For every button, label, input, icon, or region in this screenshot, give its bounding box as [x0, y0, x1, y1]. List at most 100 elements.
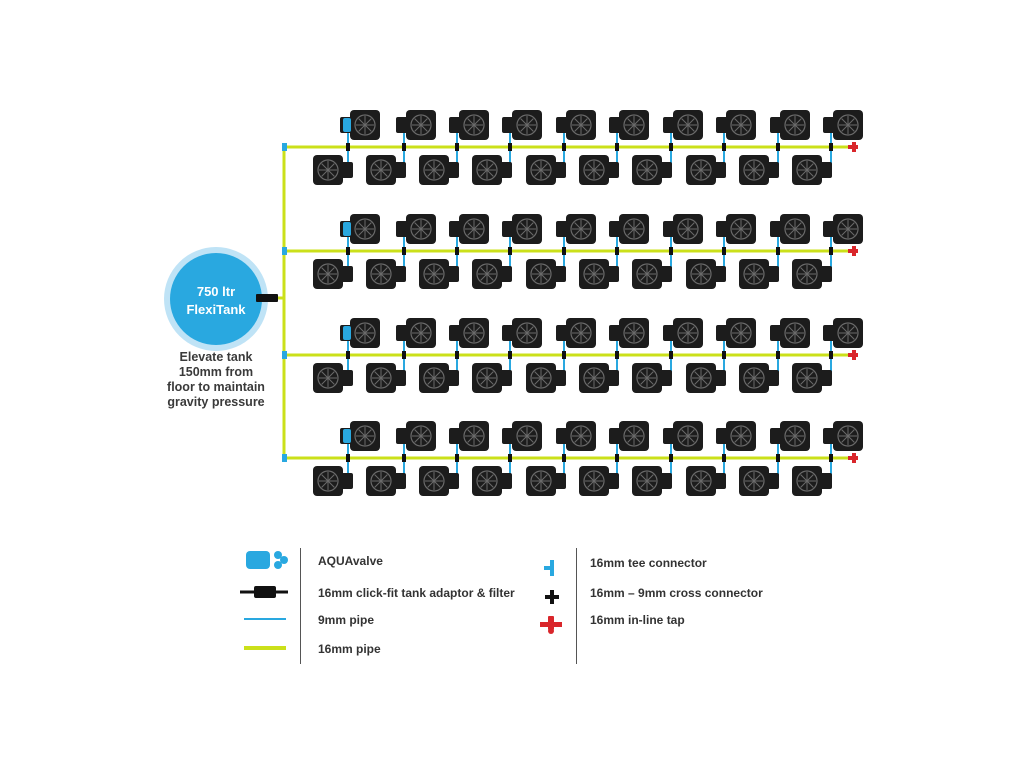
pot-lid-spoke [800, 163, 808, 171]
pot-lid-spoke [681, 429, 689, 437]
pot-lid-spoke [734, 332, 742, 340]
pot-lid-spoke [467, 326, 475, 334]
pot-feed-pad [500, 370, 512, 386]
pot-module [770, 318, 810, 348]
pot-feed-pad [341, 370, 353, 386]
pot-lid-spoke [580, 222, 588, 230]
pot-lid [837, 425, 859, 447]
pot-lid [317, 470, 339, 492]
pot-feed-pad [770, 221, 782, 237]
pot-feed-pad [341, 162, 353, 178]
pot-lid-spoke [627, 228, 635, 236]
pot-lid [410, 114, 432, 136]
pot-lid [370, 263, 392, 285]
legend-divider-right [576, 548, 577, 664]
pot-lid-spoke [740, 326, 748, 334]
pot-lid-spoke [587, 273, 595, 281]
pot-lid-spoke [593, 169, 601, 177]
pot-lid-spoke [841, 435, 849, 443]
cross-connector [722, 247, 726, 255]
pot-lid-spoke [627, 429, 635, 437]
pot-module [396, 110, 436, 140]
pot-lid-spoke [841, 429, 849, 437]
pipe-9mm-icon [244, 618, 286, 620]
cross-connector [562, 351, 566, 359]
cross-connector-icon [545, 590, 559, 604]
pot-lid-spoke [788, 228, 796, 236]
pot-lid-spoke [574, 326, 582, 334]
pot-lid-spoke [788, 332, 796, 340]
pot-lid-spoke [364, 118, 372, 126]
pot-lid-spoke [740, 429, 748, 437]
pot-lid-spoke [681, 326, 689, 334]
pot-lid-spoke [753, 480, 761, 488]
pot-feed-pad [502, 428, 514, 444]
pot-lid-spoke [794, 124, 802, 132]
pot-lid-spoke [420, 124, 428, 132]
pot-lid-spoke [473, 429, 481, 437]
pot-feed-pad [396, 428, 408, 444]
pot-lid [516, 114, 538, 136]
cross-connector [508, 454, 512, 462]
pot-lid-spoke [753, 377, 761, 385]
pot-lid-spoke [694, 169, 702, 177]
pot-lid-spoke [327, 371, 335, 379]
pot-lid-spoke [627, 435, 635, 443]
pot-lid [677, 425, 699, 447]
pot-lid-spoke [358, 429, 366, 437]
pot-lid [354, 114, 376, 136]
pot-feed-pad [714, 162, 726, 178]
pot-module [556, 110, 596, 140]
cross-connector [829, 247, 833, 255]
pot-lid [837, 114, 859, 136]
pot-lid-spoke [794, 118, 802, 126]
pot-lid [410, 425, 432, 447]
pot-lid-spoke [327, 267, 335, 275]
pot-lid-spoke [467, 124, 475, 132]
pot-lid-spoke [694, 267, 702, 275]
pot-lid-spoke [788, 222, 796, 230]
pot-feed-pad [609, 325, 621, 341]
pot-feed-pad [609, 117, 621, 133]
pot-lid-spoke [580, 332, 588, 340]
pot-lid-spoke [467, 435, 475, 443]
pot-lid-spoke [327, 273, 335, 281]
pot-feed-pad [716, 428, 728, 444]
pot-lid-spoke [694, 377, 702, 385]
pot-lid-spoke [364, 222, 372, 230]
pot-lid-spoke [788, 326, 796, 334]
pot-feed-pad [449, 428, 461, 444]
pot-lid-spoke [534, 267, 542, 275]
pot-lid-spoke [473, 118, 481, 126]
pot-feed-pad [556, 428, 568, 444]
pot-module [366, 363, 406, 393]
tee-connector [282, 247, 287, 255]
cross-connector [776, 247, 780, 255]
aquavalve-icon [246, 551, 288, 569]
pot-lid [410, 218, 432, 240]
pot-lid-spoke [374, 480, 382, 488]
pot-lid-spoke [480, 474, 488, 482]
pot-lid [784, 114, 806, 136]
pot-feed-pad [609, 428, 621, 444]
pot-lid-spoke [633, 118, 641, 126]
tank-adaptor-filter-icon [240, 586, 288, 598]
pot-lid-spoke [587, 267, 595, 275]
pot-module [609, 421, 649, 451]
pot-module [739, 259, 779, 289]
pot-module [472, 466, 512, 496]
pot-lid-spoke [841, 332, 849, 340]
pot-module [579, 259, 619, 289]
pot-lid-spoke [374, 474, 382, 482]
pot-lid-spoke [734, 435, 742, 443]
pot-lid-spoke [640, 267, 648, 275]
pot-lid [784, 322, 806, 344]
tank-adaptor-filter [256, 294, 278, 302]
pot-lid-spoke [534, 474, 542, 482]
pot-lid [743, 263, 765, 285]
cross-connector [776, 143, 780, 151]
pot-lid-spoke [520, 228, 528, 236]
cross-connector [402, 454, 406, 462]
pot-module [792, 259, 832, 289]
pot-lid-spoke [841, 118, 849, 126]
